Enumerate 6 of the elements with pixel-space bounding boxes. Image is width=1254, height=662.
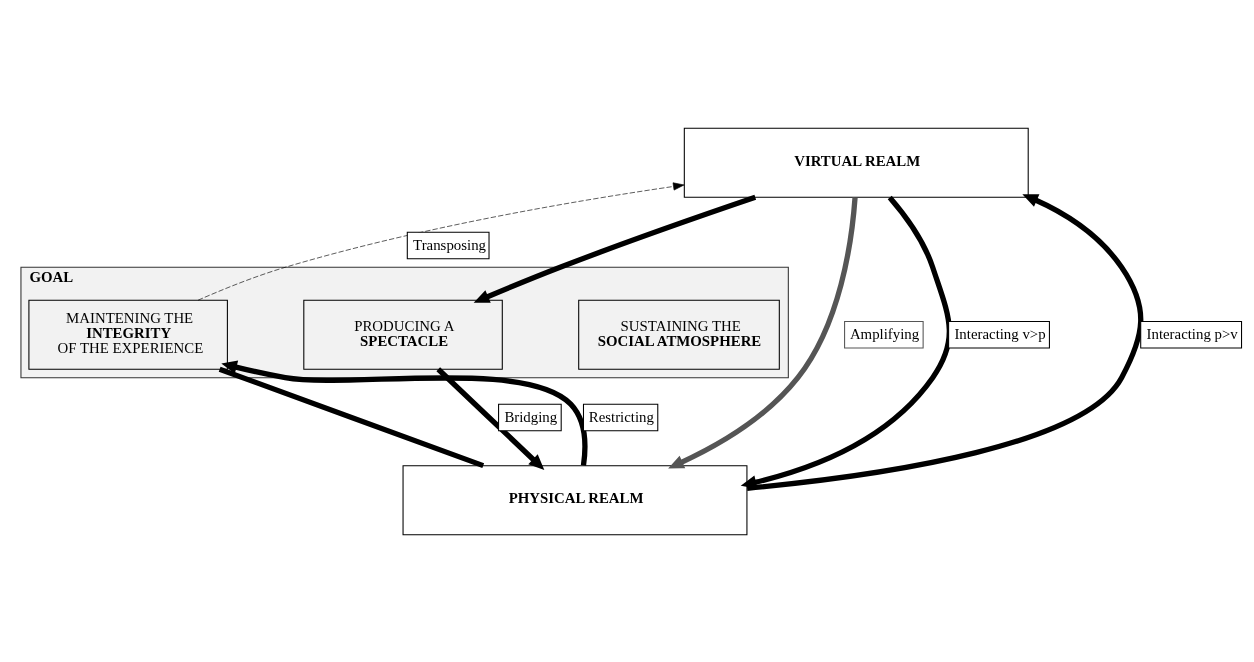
edge-label: Restricting	[588, 408, 654, 425]
edge-label: Interacting v>p	[954, 325, 1046, 342]
edge-label: Bridging	[504, 408, 558, 425]
edge-label: Amplifying	[849, 325, 920, 342]
edge-label: Interacting p>v	[1146, 325, 1238, 342]
edge-label: Transposing	[413, 236, 487, 253]
